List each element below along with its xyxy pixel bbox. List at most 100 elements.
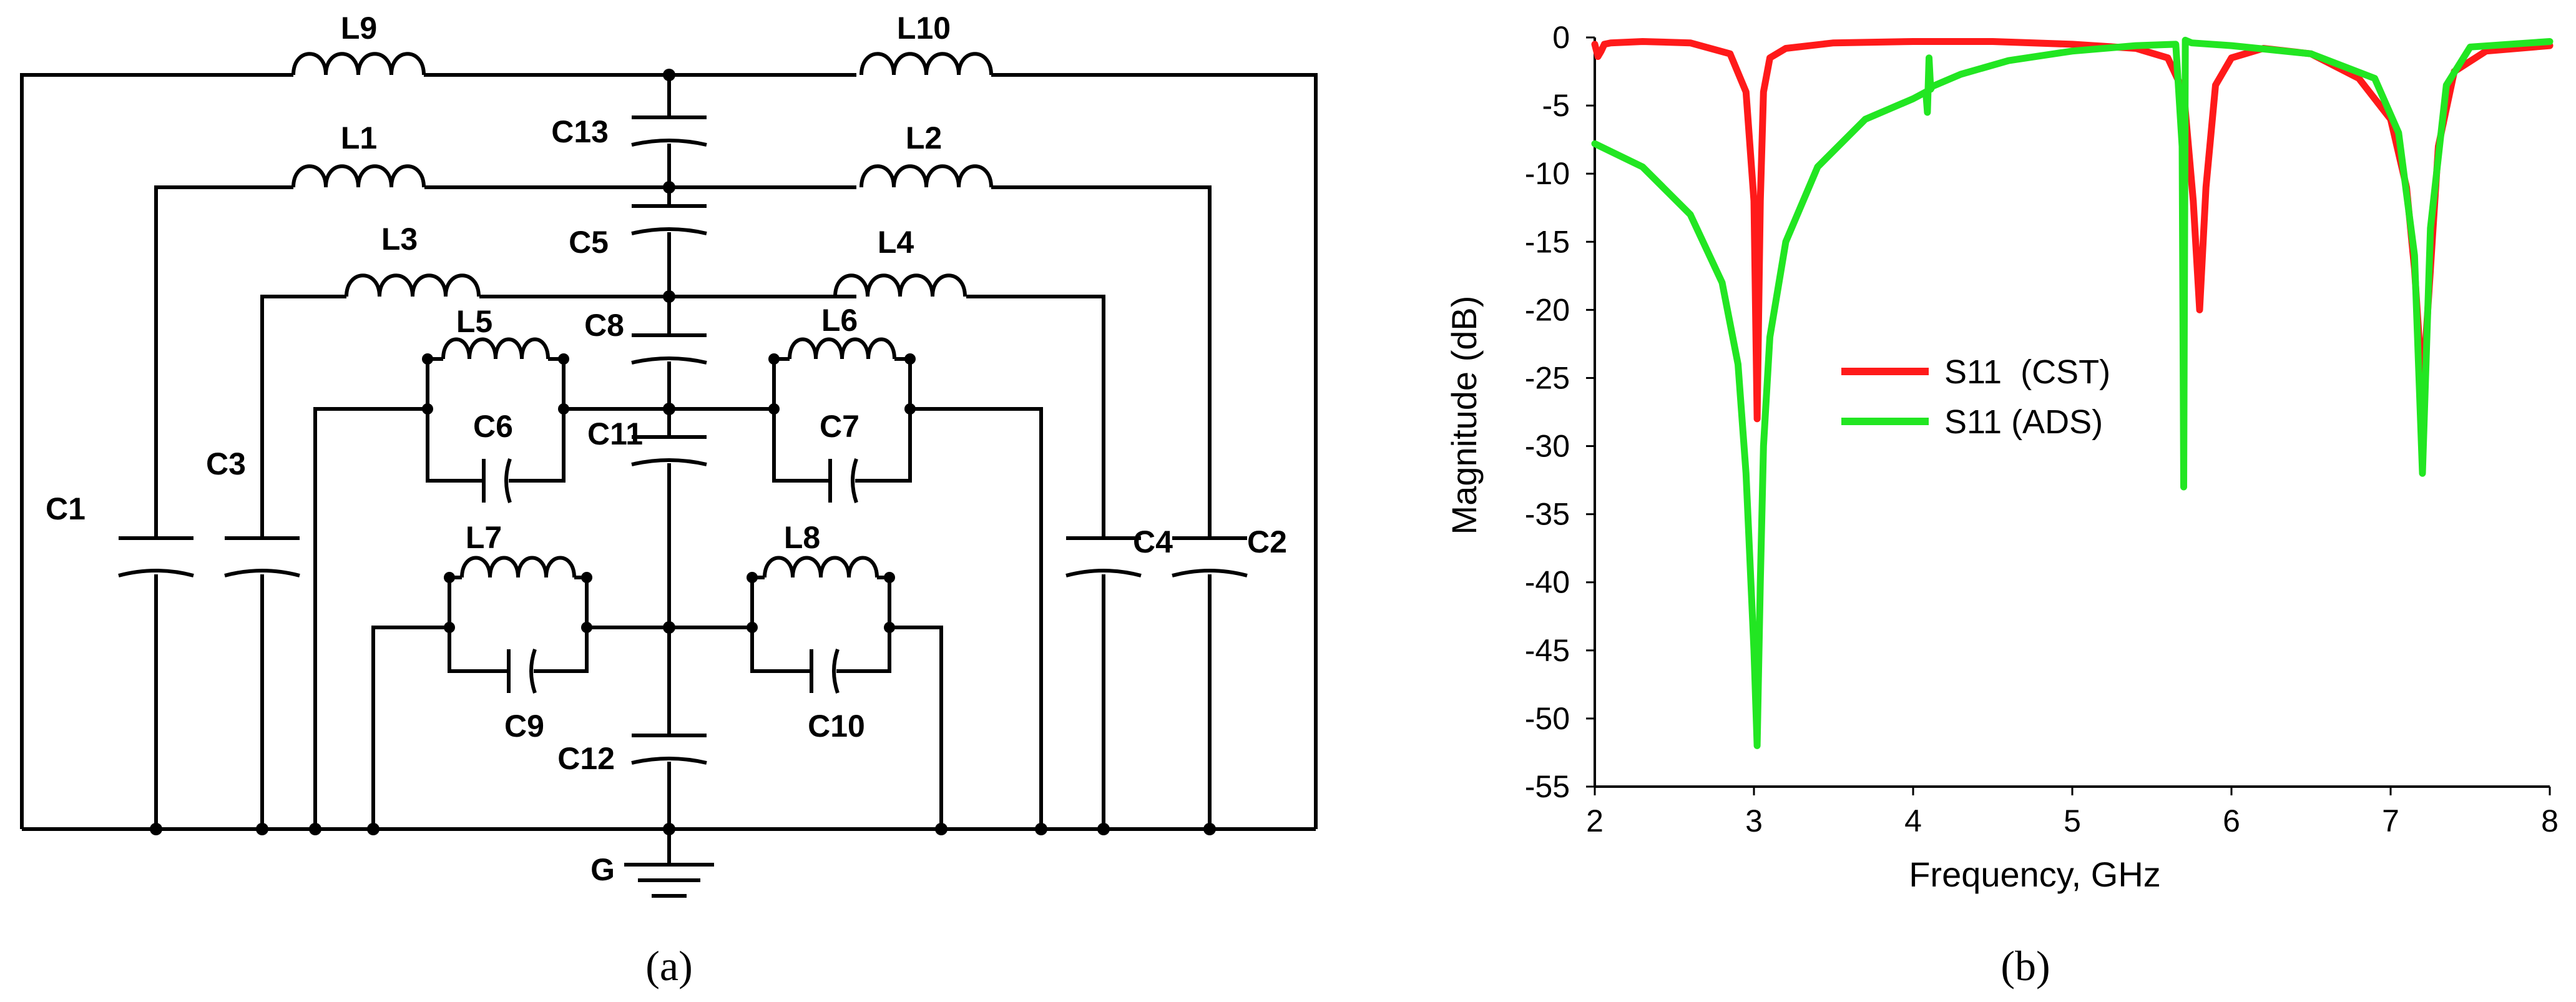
inductor-l5 bbox=[441, 337, 550, 360]
capacitor-c6 bbox=[482, 458, 512, 503]
junction-dot bbox=[581, 622, 592, 633]
x-tick-label: 5 bbox=[2064, 803, 2081, 838]
caption-a: (a) bbox=[645, 942, 692, 990]
junction-dot bbox=[256, 823, 268, 835]
wire-l5-c6-loop bbox=[426, 359, 566, 483]
junction-dot bbox=[444, 622, 455, 633]
y-axis-title: Magnitude (dB) bbox=[1444, 296, 1484, 535]
label-c13: C13 bbox=[551, 114, 609, 149]
capacitor-c1 bbox=[118, 536, 194, 577]
label-c9: C9 bbox=[504, 709, 544, 744]
label-c2: C2 bbox=[1247, 524, 1287, 559]
label-c4: C4 bbox=[1133, 524, 1173, 559]
y-tick-label: -10 bbox=[1525, 156, 1570, 191]
ground-symbol bbox=[624, 829, 714, 898]
y-tick-label: -20 bbox=[1525, 292, 1570, 327]
junction-dot bbox=[309, 823, 321, 835]
label-c6: C6 bbox=[473, 409, 513, 444]
label-l5: L5 bbox=[456, 304, 492, 339]
capacitor-c13 bbox=[631, 115, 707, 147]
legend-label-ads: S11 (ADS) bbox=[1944, 403, 2103, 441]
y-tick-label: -30 bbox=[1525, 429, 1570, 464]
label-l9: L9 bbox=[341, 11, 377, 46]
junction-dot bbox=[663, 823, 675, 835]
inductor-l3 bbox=[345, 273, 481, 297]
capacitor-c10 bbox=[810, 649, 840, 694]
label-c5: C5 bbox=[569, 225, 609, 260]
junction-dot bbox=[663, 621, 675, 634]
inductor-l2 bbox=[859, 164, 993, 188]
capacitor-c2 bbox=[1172, 536, 1248, 577]
inductor-l4 bbox=[833, 273, 967, 297]
x-tick-label: 8 bbox=[2541, 803, 2559, 838]
junction-dot bbox=[663, 403, 675, 415]
capacitor-c7 bbox=[828, 458, 858, 503]
label-l10: L10 bbox=[897, 11, 951, 46]
junction-dot bbox=[150, 823, 162, 835]
junction-dot bbox=[904, 353, 916, 365]
inductor-l7 bbox=[460, 556, 576, 578]
legend-label-cst: S11 (CST) bbox=[1944, 353, 2110, 391]
label-c11: C11 bbox=[587, 416, 643, 451]
junction-dot bbox=[581, 572, 592, 583]
label-c7: C7 bbox=[820, 409, 859, 444]
junction-dot bbox=[747, 572, 758, 583]
y-tick-label: -45 bbox=[1525, 633, 1570, 668]
label-l1: L1 bbox=[341, 120, 377, 155]
x-tick-label: 7 bbox=[2382, 803, 2399, 838]
junction-dot bbox=[422, 403, 433, 415]
circuit-schematic bbox=[20, 52, 1318, 898]
junction-dot bbox=[935, 823, 948, 835]
wire-c2-right bbox=[991, 185, 1212, 829]
y-tick-label: -55 bbox=[1525, 769, 1570, 804]
capacitor-c5 bbox=[631, 204, 707, 235]
label-l6: L6 bbox=[821, 303, 858, 338]
x-tick-label: 6 bbox=[2223, 803, 2240, 838]
junction-dot bbox=[663, 290, 675, 303]
junction-dot bbox=[768, 353, 780, 365]
junction-dot bbox=[884, 572, 895, 583]
capacitor-c8 bbox=[631, 333, 707, 365]
series-line-1 bbox=[1591, 36, 2554, 749]
junction-dot bbox=[444, 572, 455, 583]
inductor-l10 bbox=[859, 52, 993, 76]
wire-c4-right bbox=[966, 295, 1105, 829]
junction-dot bbox=[558, 403, 569, 415]
wire-l7-left bbox=[371, 626, 449, 829]
label-l4: L4 bbox=[878, 225, 914, 260]
junction-dot bbox=[422, 353, 433, 365]
junction-dot bbox=[747, 622, 758, 633]
capacitor-c11 bbox=[631, 435, 707, 466]
wire-outer-right bbox=[991, 73, 1318, 829]
junction-dot bbox=[367, 823, 380, 835]
junction-dot bbox=[558, 353, 569, 365]
caption-b: (b) bbox=[2001, 942, 2050, 990]
label-l3: L3 bbox=[381, 222, 418, 257]
y-tick-label: -25 bbox=[1525, 360, 1570, 395]
wire-l8-right bbox=[889, 626, 943, 829]
wire-l8-c10-loop bbox=[750, 577, 891, 673]
label-l2: L2 bbox=[906, 120, 942, 155]
junction-dot bbox=[768, 403, 780, 415]
x-axis-title: Frequency, GHz bbox=[1909, 855, 2161, 894]
inductor-l9 bbox=[291, 52, 426, 77]
inductor-l1 bbox=[291, 164, 426, 188]
capacitor-c12 bbox=[631, 734, 707, 765]
x-tick-label: 3 bbox=[1745, 803, 1763, 838]
y-tick-label: -5 bbox=[1542, 88, 1570, 123]
junction-dot bbox=[1203, 823, 1216, 835]
x-tick-label: 2 bbox=[1586, 803, 1604, 838]
junction-dot bbox=[1097, 823, 1110, 835]
label-l8: L8 bbox=[784, 520, 820, 555]
capacitor-c9 bbox=[507, 649, 537, 694]
junction-dot bbox=[884, 622, 895, 633]
label-l7: L7 bbox=[466, 520, 502, 555]
capacitor-c4 bbox=[1065, 536, 1142, 577]
label-c8: C8 bbox=[584, 308, 624, 343]
label-c10: C10 bbox=[808, 709, 865, 744]
y-tick-label: -15 bbox=[1525, 224, 1570, 259]
junction-dots bbox=[150, 69, 1216, 835]
wire-l5-left bbox=[313, 407, 428, 829]
